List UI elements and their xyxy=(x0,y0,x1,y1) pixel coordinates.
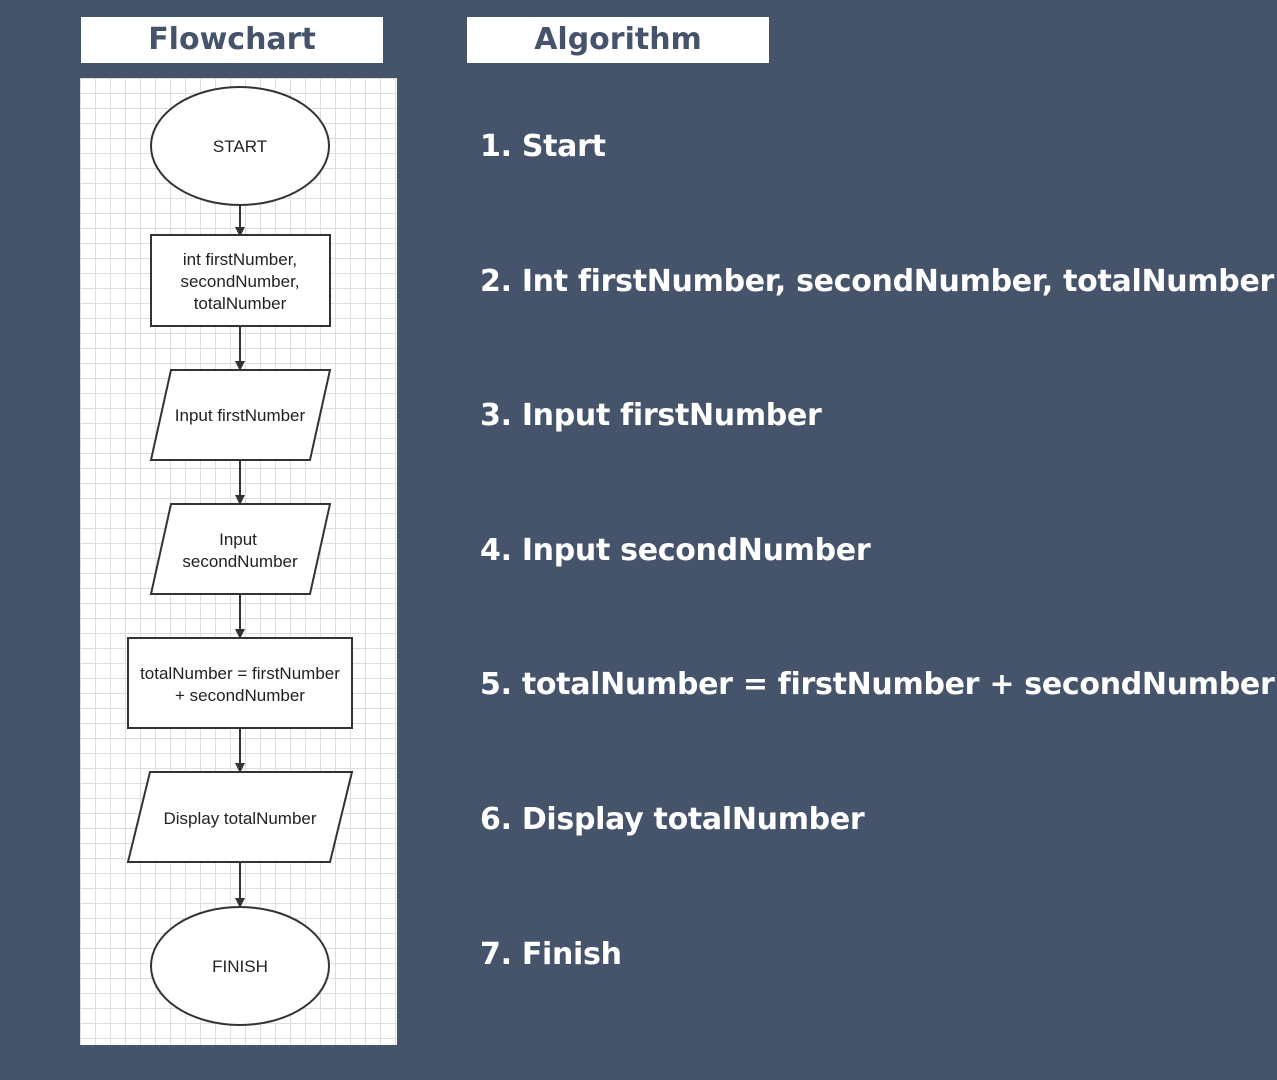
declare-label-line-2: secondNumber, xyxy=(180,272,299,291)
sum-label-line-2: + secondNumber xyxy=(175,686,305,705)
finish-terminal xyxy=(150,906,330,1026)
algorithm-step-7: 7. Finish xyxy=(480,937,622,972)
flowchart-panel: START int firstNumber, secondNumber, tot… xyxy=(80,78,397,1045)
sum-label-line-1: totalNumber = firstNumber xyxy=(140,664,340,683)
algorithm-step-3: 3. Input firstNumber xyxy=(480,398,822,433)
input-second-label-line-1: Input xyxy=(219,530,257,549)
declare-label-line-3: totalNumber xyxy=(194,294,287,313)
algorithm-step-1: 1. Start xyxy=(480,129,606,164)
algorithm-step-5: 5. totalNumber = firstNumber + secondNum… xyxy=(480,667,1275,702)
finish-label: FINISH xyxy=(212,957,268,976)
algorithm-step-2: 2. Int firstNumber, secondNumber, totalN… xyxy=(480,264,1274,299)
flowchart-header: Flowchart xyxy=(81,17,383,63)
input-second-label-line-2: secondNumber xyxy=(182,552,298,571)
algorithm-step-4: 4. Input secondNumber xyxy=(480,533,871,568)
input-first-label: Input firstNumber xyxy=(175,406,306,425)
start-label: START xyxy=(213,137,267,156)
algorithm-step-6: 6. Display totalNumber xyxy=(480,802,865,837)
declare-label-line-1: int firstNumber, xyxy=(183,250,297,269)
algorithm-header: Algorithm xyxy=(467,17,769,63)
input-second-parallelogram xyxy=(149,503,332,595)
display-output-parallelogram xyxy=(126,771,354,863)
sum-process-box xyxy=(127,637,353,729)
display-output-label: Display totalNumber xyxy=(163,809,316,828)
declare-process-box xyxy=(150,234,331,327)
flowchart-diagram: START int firstNumber, secondNumber, tot… xyxy=(126,86,354,1026)
input-first-parallelogram xyxy=(149,369,332,461)
